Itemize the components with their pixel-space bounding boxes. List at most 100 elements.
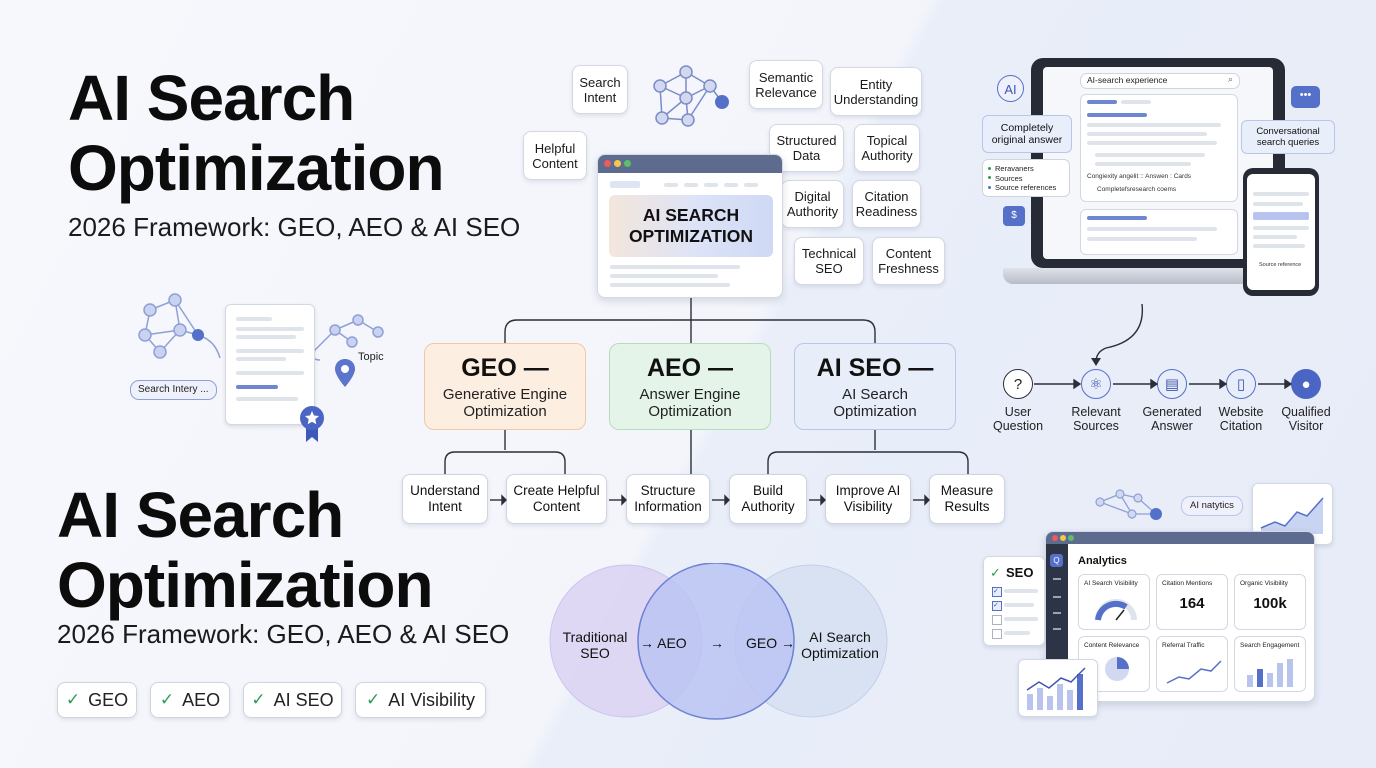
concept-search-intent: Search Intent [572, 65, 628, 114]
venn-arrow: → [710, 635, 724, 651]
tag-label: AEO [182, 689, 221, 710]
analytics-network-icon [1095, 489, 1162, 520]
lower-title-line-2: Optimization [57, 549, 434, 621]
tag-ai-visibility[interactable]: ✓AI Visibility [355, 682, 486, 718]
branch-aeo: AEO — Answer Engine Optimization [609, 343, 771, 430]
tree-connectors [444, 298, 969, 474]
phone-source-row: Source reference [1259, 262, 1302, 268]
trend-chart-icon [1260, 497, 1324, 534]
tag-ai-seo[interactable]: ✓ AI SEO [243, 682, 342, 718]
check-icon: ✓ [251, 690, 266, 709]
tile-ai-search-visibility: AI Search Visibility [1078, 574, 1150, 630]
tag-label: GEO [88, 689, 129, 710]
venn-geo: GEO → [746, 635, 796, 651]
step-arrows [490, 494, 930, 506]
laptop-answer-row: Completefsresearch coems [1097, 186, 1177, 193]
concept-content-freshness: Content Freshness [872, 237, 945, 285]
laptop-search-text: AI-search experience [1087, 75, 1168, 85]
flow-icon-generated-answer: ▤ [1157, 369, 1187, 399]
tag-geo[interactable]: ✓ GEO [57, 682, 137, 718]
chat-bubble-icon: ••• [1291, 86, 1320, 108]
seo-checklist-card: ✓ SEO ✓ ✓ [983, 556, 1045, 646]
combo-chart-icon [1026, 667, 1086, 710]
laptop-result-card-1: Congiexity angelit :: Answen : Cards Com… [1080, 94, 1238, 202]
check-icon: ✓ [366, 690, 381, 709]
window-dot-yellow [1060, 535, 1066, 541]
window-dot-green [624, 160, 631, 167]
tag-label: AI SEO [273, 689, 334, 710]
step-structure-information: Structure Information [626, 474, 710, 524]
step-create-helpful-content: Create Helpful Content [506, 474, 607, 524]
laptop-search-bar: AI-search experience ⌕ [1080, 73, 1240, 89]
laptop-result-card-2 [1080, 209, 1238, 255]
lower-title: AI Search Optimization [57, 483, 434, 621]
tile-organic-visibility: Organic Visibility 100k [1234, 574, 1306, 630]
tile-label: AI Search Visibility [1084, 580, 1138, 587]
pie-icon [1105, 657, 1129, 681]
search-icon: ⌕ [1227, 74, 1233, 84]
phone-screen: Source reference [1247, 174, 1315, 290]
tile-label: Search Engagement [1240, 642, 1300, 649]
branch-geo-heading: GEO — [461, 353, 549, 382]
check-icon: ✓ [990, 565, 1001, 580]
window-dot-red [604, 160, 611, 167]
tile-referral-traffic: Referral Traffic [1156, 636, 1228, 692]
tile-citation-mentions: Citation Mentions 164 [1156, 574, 1228, 630]
step-measure-results: Measure Results [929, 474, 1005, 524]
venn-ai-search-optimization: AI Search Optimization [801, 629, 879, 661]
gauge-icon [1095, 599, 1137, 621]
document-card [225, 304, 315, 425]
bar-chart-icon [1247, 659, 1293, 687]
flow-icon-relevant-sources: ⚛ [1081, 369, 1111, 399]
central-label: AI SEARCH OPTIMIZATION [609, 195, 773, 257]
step-understand-intent: Understand Intent [402, 474, 488, 524]
flow-label-generated-answer: Generated Answer [1142, 405, 1202, 433]
check-icon: ✓ [65, 690, 81, 709]
window-dot-red [1052, 535, 1058, 541]
search-app-icon: Q [1050, 554, 1063, 567]
branch-ai-seo: AI SEO — AI Search Optimization [794, 343, 956, 430]
concept-entity-understanding: Entity Understanding [830, 67, 922, 116]
tag-aeo[interactable]: ✓ AEO [150, 682, 230, 718]
concept-helpful-content: Helpful Content [523, 131, 587, 180]
title-line-2: Optimization [68, 132, 445, 204]
flow-label-website-citation: Website Citation [1218, 405, 1264, 433]
branch-ai-seo-heading: AI SEO — [816, 353, 934, 382]
source-item: Source references [995, 183, 1057, 192]
analytics-title: Analytics [1078, 555, 1127, 567]
venn-diagram [549, 563, 888, 720]
title-line-1: AI Search [68, 62, 355, 134]
flow-icon-user-question: ? [1003, 369, 1033, 399]
network-graph-icon [653, 65, 729, 127]
flow-label-user-question: User Question [992, 405, 1044, 433]
branch-aeo-sub: Answer Engine Optimization [639, 385, 741, 420]
laptop-base [1003, 268, 1313, 284]
seo-label: SEO [1006, 565, 1034, 580]
window-dot-yellow [614, 160, 621, 167]
flow-arrows [1034, 378, 1293, 390]
tile-label: Content Relevance [1084, 642, 1140, 649]
concept-topical-authority: Topical Authority [854, 124, 920, 172]
central-browser-window: AI SEARCH OPTIMIZATION [597, 154, 783, 298]
page-title: AI Search Optimization [68, 62, 445, 204]
branch-aeo-heading: AEO — [646, 353, 734, 382]
bar-line-chart-card [1018, 659, 1098, 717]
check-icon: ✓ [159, 690, 175, 709]
venn-aeo: → AEO [640, 635, 687, 651]
line-chart-icon [1166, 660, 1222, 684]
award-badge-icon [300, 406, 324, 442]
answer-bubble: Completely original answer [982, 115, 1072, 153]
topic-label: Topic [358, 351, 384, 363]
laptop-to-flow-arrow [1091, 303, 1144, 366]
tile-value: 164 [1179, 595, 1205, 612]
concept-citation-readiness: Citation Readiness [852, 180, 921, 228]
step-improve-ai-visibility: Improve AI Visibility [825, 474, 911, 524]
concept-semantic-relevance: Semantic Relevance [749, 60, 823, 109]
branch-ai-seo-sub: AI Search Optimization [833, 385, 917, 420]
location-pin-icon [335, 359, 355, 387]
tile-label: Organic Visibility [1240, 580, 1288, 587]
branch-geo: GEO — Generative Engine Optimization [424, 343, 586, 430]
flow-label-qualified-visitor: Qualified Visitor [1281, 405, 1331, 433]
tile-search-engagement: Search Engagement [1234, 636, 1306, 692]
concept-digital-authority: Digital Authority [781, 180, 844, 228]
